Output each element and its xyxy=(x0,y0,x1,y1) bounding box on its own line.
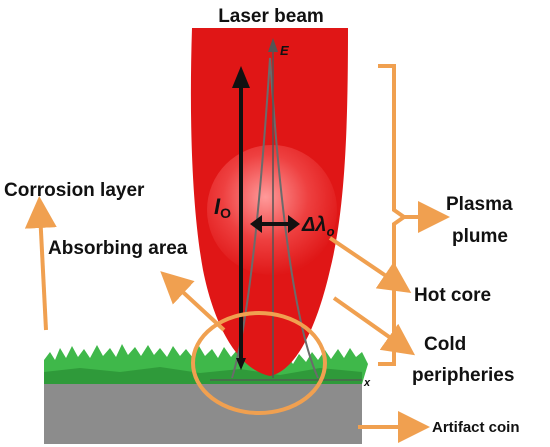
cold-peripheries-label-line1: Cold xyxy=(424,334,466,355)
absorbing-area-arrow xyxy=(160,271,226,332)
linewidth-label: Δλo xyxy=(301,214,335,239)
plasma-plume-brace xyxy=(378,64,408,366)
plasma-plume-label-line2: plume xyxy=(452,226,508,247)
cold-peripheries-arrow xyxy=(332,296,416,356)
linewidth-arrow-left-head xyxy=(250,215,262,233)
intensity-profile-curve xyxy=(231,57,319,379)
e-axis-label: E xyxy=(280,43,289,58)
x-axis-label: x xyxy=(363,377,371,389)
e-axis-arrowhead xyxy=(268,38,278,52)
linewidth-arrow-right-head xyxy=(288,215,300,233)
plasma-plume-label-line1: Plasma xyxy=(446,194,513,215)
corrosion-layer-arrow xyxy=(24,196,57,331)
absorbing-area-label: Absorbing area xyxy=(48,238,188,259)
intensity-subscript: O xyxy=(220,205,231,221)
linewidth-symbol: Δλ xyxy=(301,214,327,236)
intensity-label: IO xyxy=(214,194,231,221)
absorbing-area-ellipse xyxy=(191,311,327,415)
intensity-arrow-head xyxy=(232,66,250,88)
intensity-symbol: I xyxy=(214,194,221,219)
linewidth-subscript: o xyxy=(327,224,335,239)
cold-peripheries-label-line2: peripheries xyxy=(412,365,514,386)
hot-core-label: Hot core xyxy=(414,285,491,306)
laser-beam-title: Laser beam xyxy=(218,6,324,27)
hot-core-arrow xyxy=(328,236,412,293)
corrosion-layer-label: Corrosion layer xyxy=(4,180,145,201)
intensity-arrow-tail-head xyxy=(236,358,246,370)
artifact-coin-label: Artifact coin xyxy=(432,419,520,436)
